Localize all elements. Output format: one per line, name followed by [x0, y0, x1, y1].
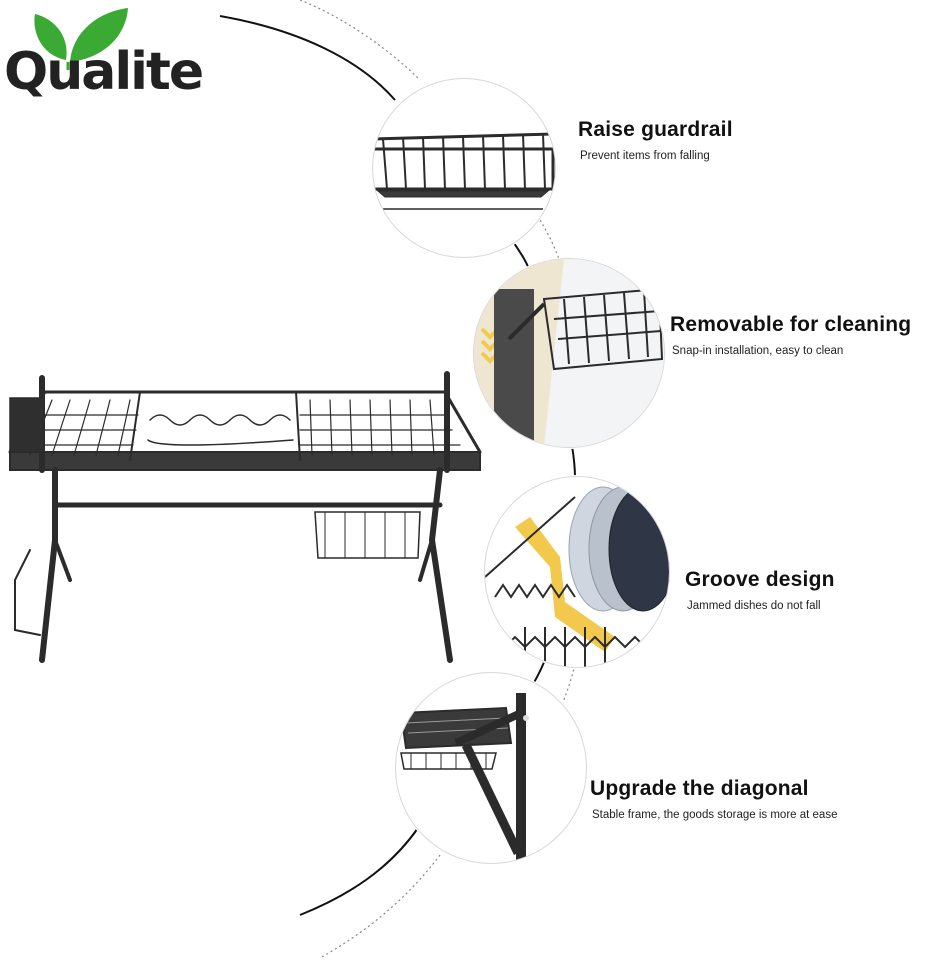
solid-arc-mid-2 [571, 445, 576, 479]
feature-groove-design: Groove design Jammed dishes do not fall [685, 568, 835, 612]
brand-name: Qualite [4, 42, 204, 102]
feature-upgrade-the-diagonal: Upgrade the diagonal Stable frame, the g… [590, 777, 837, 821]
feature-title: Upgrade the diagonal [590, 777, 809, 800]
brand-logo: Qualite [0, 0, 210, 125]
guardrail-closeup-icon [372, 78, 556, 258]
groove-plates-closeup-icon [484, 476, 670, 668]
feature-description: Stable frame, the goods storage is more … [592, 809, 838, 821]
feature-title: Groove design [685, 568, 835, 591]
feature-title: Raise guardrail [578, 118, 733, 141]
solid-arc-top [219, 15, 396, 101]
removable-basket-closeup-icon [473, 258, 665, 448]
feature-description: Snap-in installation, easy to clean [672, 345, 844, 357]
feature-description: Jammed dishes do not fall [687, 600, 821, 612]
feature-title: Removable for cleaning [670, 313, 912, 336]
dotted-arc-mid-1 [539, 219, 563, 269]
feature-description: Prevent items from falling [580, 150, 710, 162]
feature-removable-for-cleaning: Removable for cleaning Snap-in installat… [670, 313, 911, 357]
solid-arc-bottom [299, 827, 419, 916]
feature-raise-guardrail: Raise guardrail Prevent items from falli… [578, 118, 733, 162]
dotted-arc-bottom [319, 854, 441, 959]
dotted-arc-top [299, 0, 421, 81]
diagonal-brace-closeup-icon [395, 672, 587, 864]
leaf-icon [34, 8, 128, 70]
